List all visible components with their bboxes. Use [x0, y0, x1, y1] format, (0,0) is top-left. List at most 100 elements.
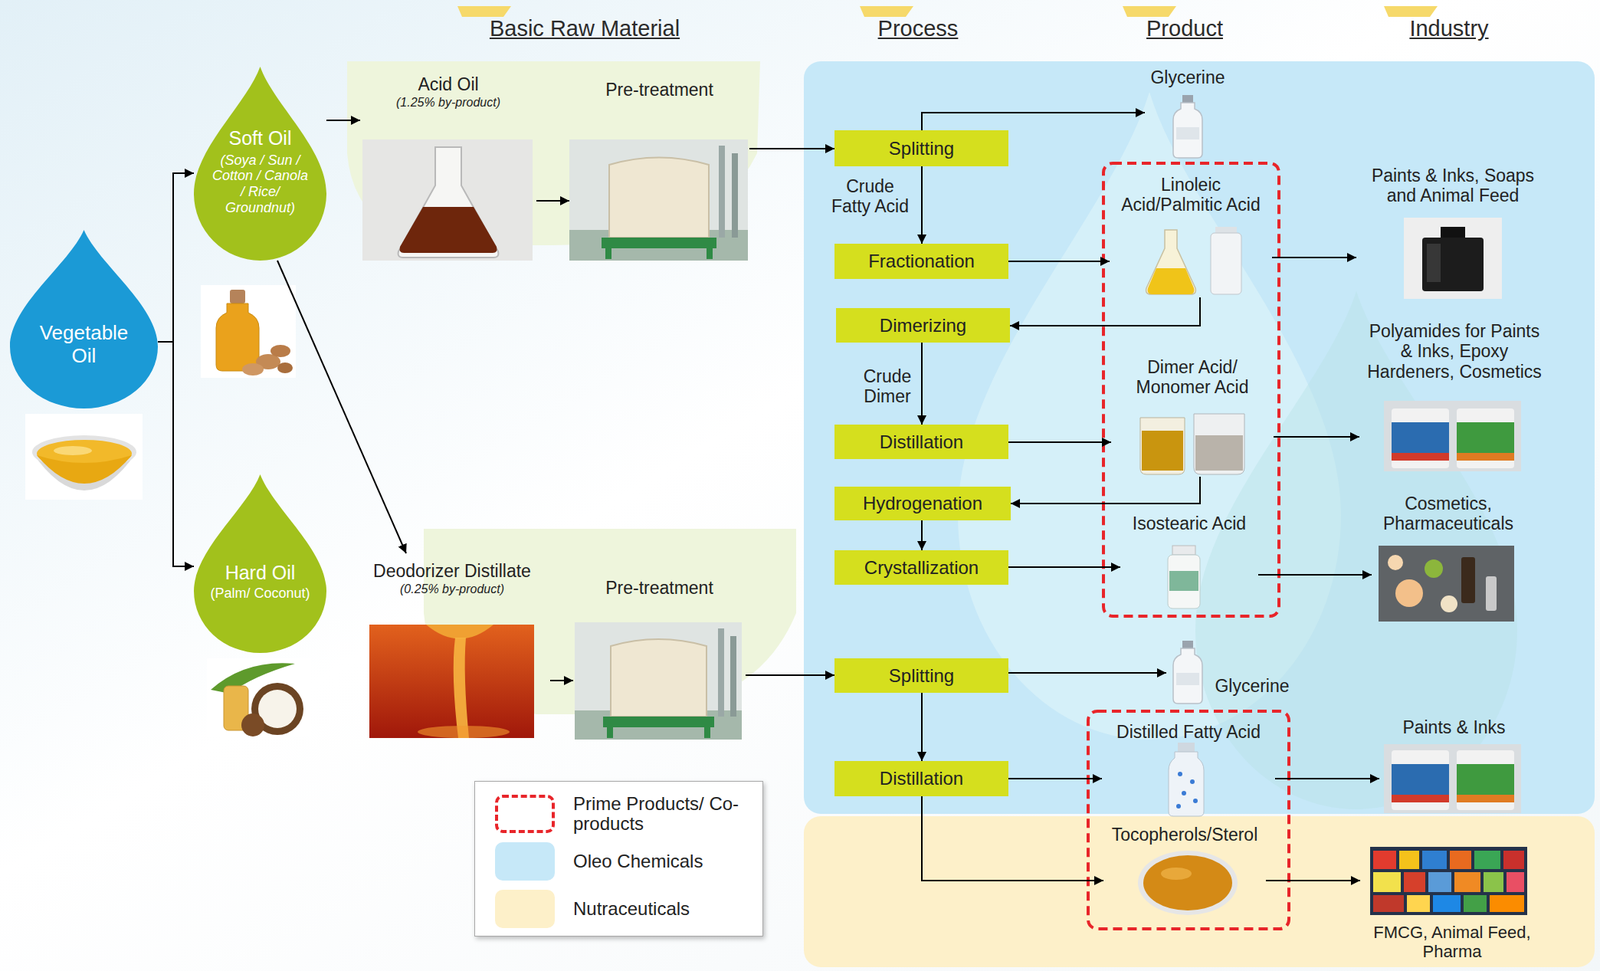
- prime-product-frame: [1088, 711, 1289, 929]
- flow-arrow: [277, 260, 407, 554]
- node-label: Crystallization: [864, 557, 979, 579]
- distilled-fatty-acid-bottle-picture: [1168, 742, 1204, 817]
- flow-arrow: [921, 112, 1145, 131]
- node-sublabel: (Palm/ Coconut): [203, 585, 319, 602]
- column-header: Basic Raw Material: [454, 15, 715, 43]
- paint-cans-picture: [1391, 750, 1450, 810]
- raw-material-node: Deodorizer Distillate(0.25% by-product): [354, 553, 551, 741]
- flow-arrow: [1008, 777, 1102, 780]
- oil-drop: Vegetable Oil: [9, 229, 158, 409]
- soft-oil-picture: [229, 289, 246, 304]
- fmcg-picture: [1506, 872, 1525, 892]
- cosmetics-picture: [1461, 557, 1476, 604]
- header-slot: Product: [1054, 15, 1315, 43]
- column-header: Industry: [1318, 15, 1580, 43]
- column-header: Process: [787, 15, 1049, 43]
- deodorizer-distillate-picture: [426, 624, 494, 640]
- flow-arrow: [157, 341, 194, 567]
- isostearic-bottle-picture: [1167, 545, 1200, 609]
- glycerine-bottle-picture: [1173, 640, 1203, 704]
- node-label: Cosmetics, Pharmaceuticals: [1373, 493, 1524, 535]
- legend-swatch: [495, 889, 555, 928]
- drop-shape: [193, 66, 327, 261]
- fmcg-picture: [1422, 850, 1447, 869]
- flow-arrow: [1265, 879, 1361, 882]
- node-label: Pre-treatment: [571, 79, 748, 100]
- node-label: Glycerine: [1209, 675, 1296, 696]
- legend-text: Prime Products/ Co-products: [573, 793, 750, 835]
- header-tabs: [457, 6, 1438, 17]
- cosmetics-picture: [1387, 554, 1404, 571]
- process-box: Splitting: [834, 658, 1009, 693]
- tocopherol-dish-picture: [1143, 855, 1233, 911]
- product-node: Linoleic Acid/Palmitic Acid: [1109, 173, 1273, 298]
- flow-arrow: [1275, 777, 1380, 780]
- paint-cans-picture: [1456, 422, 1515, 453]
- flow-arrow: [1258, 573, 1372, 576]
- dimer-acid-samples-picture: [1140, 417, 1185, 475]
- cosmetics-picture: [1378, 545, 1515, 622]
- node-label: Acid Oil: [361, 74, 535, 95]
- distilled-fatty-acid-bottle-picture: [1193, 798, 1198, 804]
- node-label: Glycerine: [1145, 67, 1230, 88]
- hard-oil-picture: [206, 658, 312, 737]
- drop-outline: [9, 229, 158, 409]
- fmcg-picture: [1403, 872, 1426, 892]
- glycerine-bottle-picture: [1176, 127, 1200, 140]
- node-label: Linoleic Acid/Palmitic Acid: [1111, 174, 1271, 216]
- legend-box: Prime Products/ Co-productsOleo Chemical…: [474, 780, 764, 937]
- distilled-fatty-acid-bottle-picture: [1177, 742, 1195, 752]
- fmcg-picture: [1489, 895, 1525, 912]
- header-tabs: [1383, 6, 1438, 17]
- process-box: Crystallization: [834, 550, 1009, 585]
- drop-shape: [193, 474, 327, 653]
- fmcg-picture: [1373, 850, 1397, 869]
- isostearic-bottle-picture: [1172, 545, 1196, 555]
- node-sublabel: (1.25% by-product): [361, 95, 535, 110]
- tocopherol-dish-picture: [1137, 850, 1238, 915]
- product-node: Glycerine: [1144, 65, 1231, 160]
- column-header: Product: [1054, 15, 1315, 43]
- fmcg-picture: [1463, 895, 1487, 912]
- soft-oil-picture: [216, 303, 260, 371]
- industry-node: Paints & Inks: [1379, 714, 1529, 816]
- paint-cans-picture: [1391, 422, 1450, 453]
- soft-oil-picture: [277, 362, 293, 374]
- flow-arrow: [1008, 672, 1167, 674]
- pre-treatment-tank-picture: [704, 727, 711, 738]
- industry-node: Cosmetics, Pharmaceuticals: [1371, 490, 1525, 625]
- prime-product-frame: [1103, 163, 1279, 617]
- cosmetics-picture: [1440, 595, 1458, 613]
- node-label: Distillation: [879, 767, 964, 790]
- edge-label-slot: Crude Dimer: [852, 366, 922, 407]
- pre-treatment-tank-picture: [601, 237, 717, 249]
- cosmetics-picture: [1378, 545, 1515, 622]
- pre-treatment-tank-picture: [731, 153, 738, 238]
- legend-dashed-sample: [495, 794, 555, 833]
- cosmetics-picture: [1395, 579, 1423, 607]
- fmcg-picture: [1474, 850, 1501, 869]
- glycerine-bottle-picture: [1173, 95, 1203, 158]
- flow-arrow: [1008, 260, 1110, 263]
- node-label: Pre-treatment: [575, 577, 745, 598]
- distilled-fatty-acid-bottle-picture: [1190, 779, 1195, 784]
- isostearic-bottle-picture: [1169, 570, 1199, 591]
- node-label: Distilled Fatty Acid: [1103, 721, 1274, 742]
- flow-arrow: [749, 147, 835, 150]
- fmcg-picture: [1449, 850, 1472, 869]
- node-label: FMCG, Animal Feed, Pharma: [1361, 922, 1543, 962]
- oleo-chemicals-panel: [803, 61, 1595, 814]
- pre-treatment-tank-picture: [574, 622, 742, 740]
- product-node: Glycerine: [1166, 637, 1299, 707]
- deodorizer-distillate-picture: [417, 725, 510, 738]
- process-box: Fractionation: [834, 243, 1009, 279]
- header-slot: Process: [787, 15, 1049, 43]
- header-slot: Industry: [1318, 15, 1580, 43]
- deodorizer-distillate-picture: [369, 624, 535, 738]
- soft-oil-picture: [200, 285, 296, 378]
- industry-node: FMCG, Animal Feed, Pharma: [1360, 842, 1545, 966]
- distilled-fatty-acid-bottle-picture: [1177, 771, 1183, 777]
- legend-row: Nutraceuticals: [475, 887, 763, 931]
